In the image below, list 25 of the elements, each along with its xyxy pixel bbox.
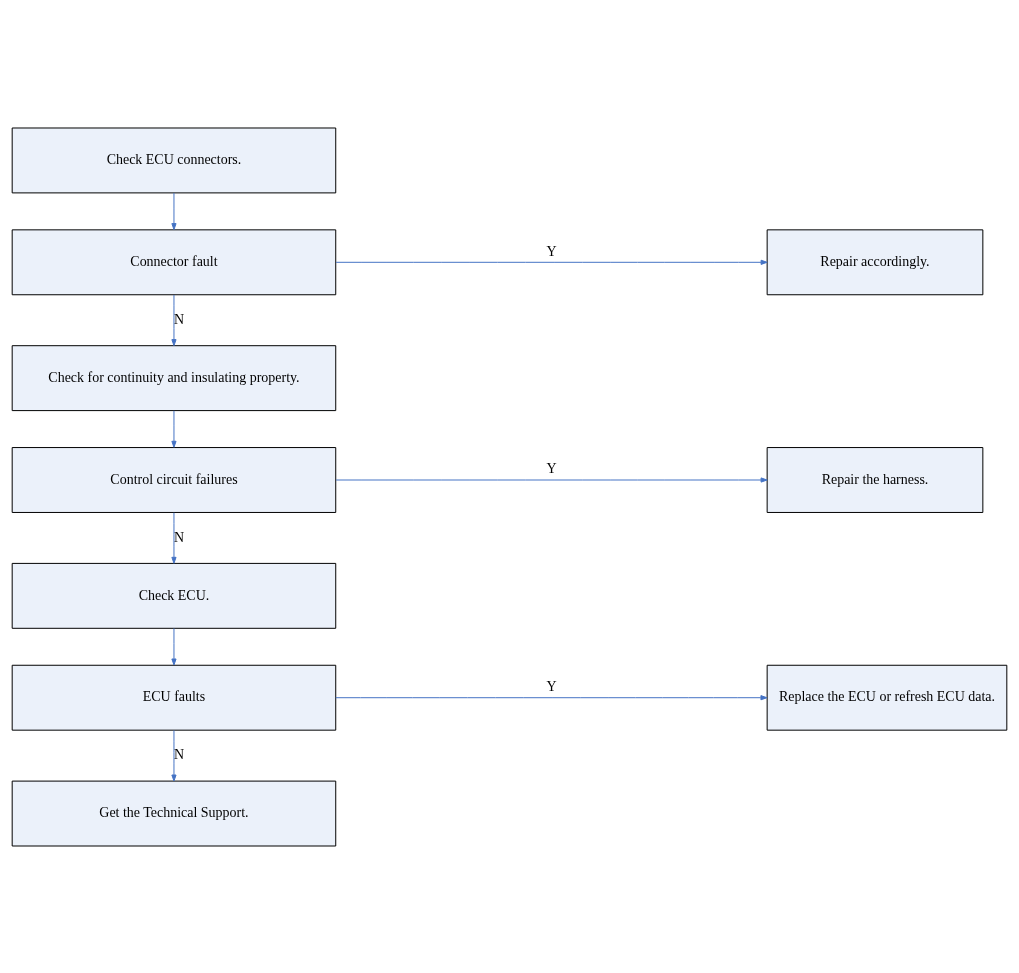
edge-label: Y [546, 243, 557, 259]
node-box: Repair accordingly. [766, 228, 984, 295]
node-box: Check ECU. [11, 562, 337, 629]
node-box: Check for continuity and insulating property. [11, 344, 337, 411]
edge-label: N [173, 529, 184, 545]
edge-label: N [173, 311, 184, 327]
arrow [171, 192, 177, 230]
node-box: Control circuit failures [11, 446, 337, 513]
node-box: Get the Technical Support. [11, 780, 337, 846]
edge-label: Y [546, 460, 557, 476]
edge-label: Y [546, 678, 557, 694]
node-box: Connector fault [11, 228, 337, 295]
arrow [171, 729, 177, 781]
arrow [335, 694, 768, 700]
edge-label: N [173, 746, 184, 762]
arrow [171, 409, 177, 448]
arrow [335, 476, 768, 483]
node-box: ECU faults [11, 664, 337, 731]
arrow [335, 259, 768, 265]
node-box: Check ECU connectors. [11, 127, 337, 193]
arrow [171, 627, 177, 665]
arrow [171, 294, 177, 346]
arrow [171, 511, 177, 564]
node-box: Replace the ECU or refresh ECU data. [766, 664, 1008, 731]
node-box: Repair the harness. [766, 446, 984, 513]
